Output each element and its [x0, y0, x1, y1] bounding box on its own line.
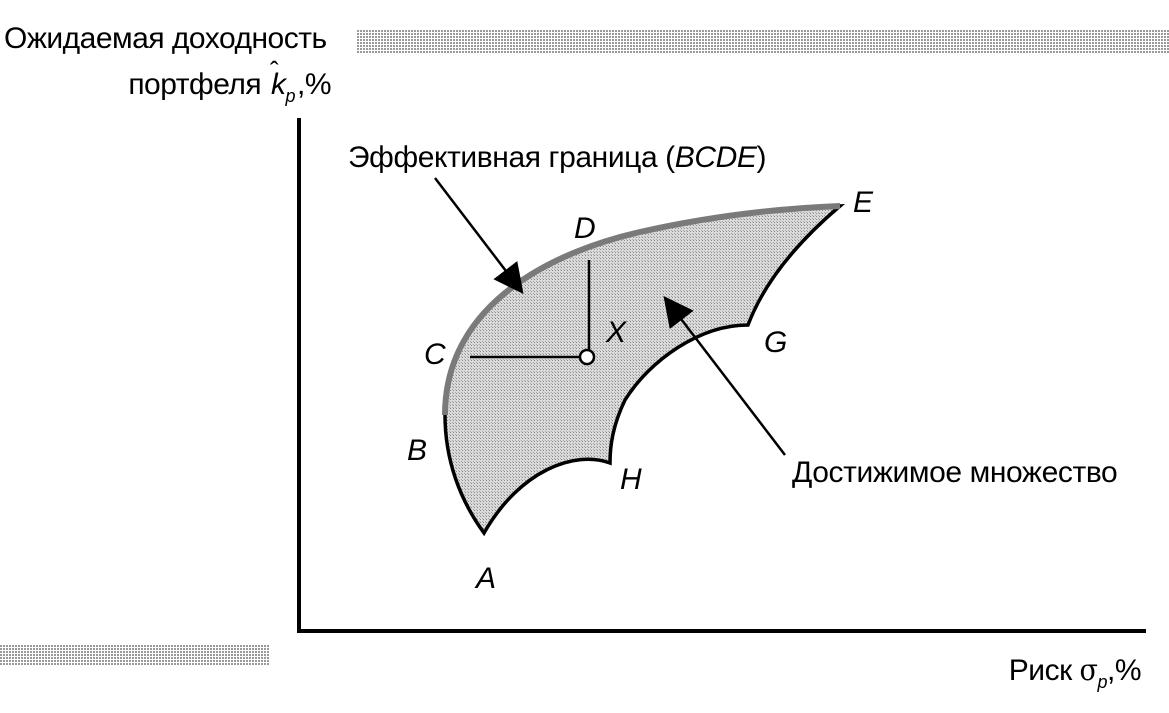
efficient-frontier-arrow [434, 177, 524, 294]
point-label-x: X [606, 316, 627, 349]
decorative-bar-bottom [0, 644, 270, 666]
y-axis-title-suffix: ,% [296, 68, 332, 101]
efficient-frontier-label: Эффективная граница (BCDE) [348, 140, 767, 176]
point-label-d: D [574, 212, 596, 245]
x-axis-title: Риск σp,% [1008, 652, 1142, 701]
attainable-set-region [443, 204, 845, 537]
attainable-set-label: Достижимое множество [792, 456, 1118, 489]
point-label-e: E [853, 186, 874, 219]
efficient-frontier-label-letters: BCDE [674, 141, 757, 174]
attainable-set-arrow [663, 296, 786, 456]
decorative-bar-top [356, 30, 1169, 54]
x-axis-title-suffix: ,% [1106, 654, 1142, 687]
point-label-b: B [407, 434, 428, 467]
y-axis-title-line1: Ожидаемая доходность [4, 22, 327, 55]
efficient-frontier-label-suffix: ) [756, 141, 767, 174]
efficient-frontier-curve [442, 203, 841, 416]
sigma-symbol: σ [1079, 653, 1098, 688]
sigma-subscript: p [1097, 672, 1107, 692]
point-label-a: A [476, 562, 497, 595]
k-letter: k [270, 68, 286, 101]
point-label-c: C [424, 338, 446, 371]
point-x-marker [578, 348, 596, 366]
efficient-frontier-label-prefix: Эффективная граница ( [348, 141, 675, 174]
y-axis-title-prefix: портфеля [128, 68, 269, 101]
k-hat-accent: ˆ [269, 56, 279, 86]
x-axis-title-prefix: Риск [1008, 654, 1080, 687]
point-label-h: H [620, 463, 642, 496]
k-subscript: p [285, 86, 295, 106]
point-label-g: G [764, 326, 788, 359]
